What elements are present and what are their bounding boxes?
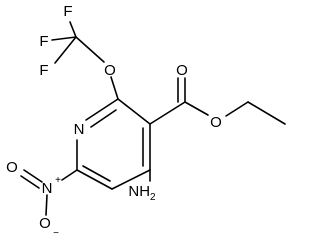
atom-o-nitro-single: O: [39, 215, 51, 232]
bond-c6-n-nitro: [61, 169, 78, 181]
atom-n-ring: N: [74, 121, 85, 138]
bond-c2-c3: [117, 98, 151, 125]
bond-c3-cester: [149, 101, 186, 125]
bond-c-f-left-upper: [51, 36, 77, 41]
bond-cester-o-ester: [184, 101, 209, 116]
bonds: [20, 21, 286, 216]
atom-o-ester: O: [210, 114, 222, 131]
charge-o-nitro: −: [53, 228, 59, 238]
atom-f-top: F: [63, 3, 72, 20]
bond-n-c2-inner: [90, 109, 117, 128]
atom-f-left-lower: F: [39, 62, 48, 79]
nh2-subscript: 2: [150, 192, 156, 203]
bond-o-c2: [110, 76, 119, 100]
bond-n-nitro-o-double: [23, 169, 43, 183]
molecule-structure: F F F O O O N N + O O − NH2: [6, 3, 286, 238]
bond-cf3-o: [75, 36, 105, 63]
bond-c4-c5: [111, 169, 151, 190]
bond-n-nitro-o-double-2: [20, 175, 40, 189]
atom-o-nitro-double: O: [6, 159, 18, 176]
atom-nh2: NH2: [128, 183, 156, 203]
bond-n-nitro-o-single: [45, 194, 48, 216]
bond-o-ch2: [225, 101, 249, 117]
atom-labels: F F F O O O N N + O O − NH2: [6, 3, 222, 238]
atom-n-nitro: N: [42, 180, 53, 197]
atom-f-left-upper: F: [39, 33, 48, 50]
nh2-main: NH: [128, 183, 150, 200]
atom-o-ether: O: [104, 62, 116, 79]
bond-c-f-left-lower: [54, 36, 77, 64]
bond-c5-c6-inner: [82, 165, 111, 182]
atom-o-carbonyl: O: [176, 62, 188, 79]
bond-c-f-top: [69, 21, 77, 38]
bond-ch2-ch3: [247, 101, 286, 125]
bond-n-c2: [85, 98, 119, 121]
charge-n-nitro: +: [55, 175, 61, 186]
bond-c5-c6: [76, 169, 113, 190]
